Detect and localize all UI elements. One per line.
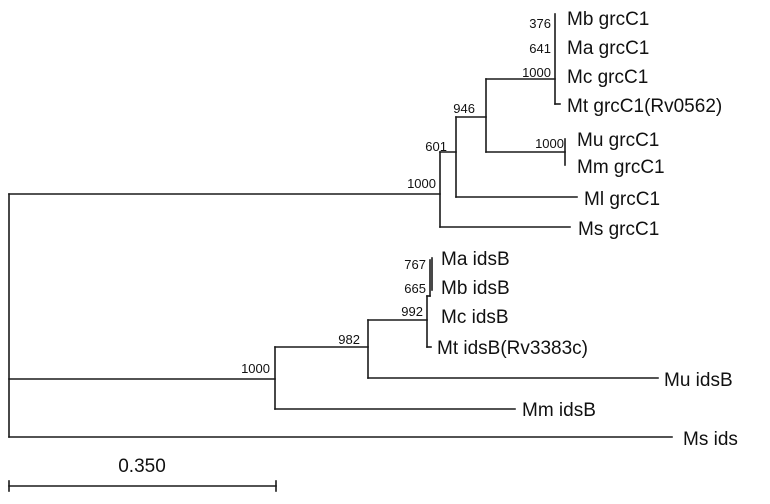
bootstrap-value: 1000 <box>407 176 436 191</box>
bootstrap-value: 1000 <box>522 65 551 80</box>
bootstrap-values: 376 641 1000 946 1000 601 1000 767 665 9… <box>241 16 564 376</box>
leaf-label-mu-idsb: Mu idsB <box>664 370 733 391</box>
leaf-label-ma-grcc1: Ma grcC1 <box>567 38 649 59</box>
bootstrap-value: 767 <box>404 257 426 272</box>
leaf-labels: Mb grcC1 Ma grcC1 Mc grcC1 Mt grcC1(Rv05… <box>437 9 738 450</box>
leaf-label-mc-grcc1: Mc grcC1 <box>567 67 648 88</box>
leaf-label-mu-grcc1: Mu grcC1 <box>577 130 659 151</box>
leaf-label-mt-idsb: Mt idsB(Rv3383c) <box>437 338 588 359</box>
leaf-label-ms-grcc1: Ms grcC1 <box>578 219 659 240</box>
bootstrap-value: 992 <box>401 304 423 319</box>
bootstrap-value: 946 <box>453 101 475 116</box>
leaf-label-mb-grcc1: Mb grcC1 <box>567 9 649 30</box>
bootstrap-value: 1000 <box>241 361 270 376</box>
leaf-label-mm-grcc1: Mm grcC1 <box>577 157 665 178</box>
leaf-label-mm-idsb: Mm idsB <box>522 400 596 421</box>
bootstrap-value: 601 <box>425 139 447 154</box>
tree-branches <box>8 13 673 438</box>
leaf-label-ml-grcc1: Ml grcC1 <box>584 189 660 210</box>
leaf-label-mc-idsb: Mc idsB <box>441 307 509 328</box>
scale-bar-label: 0.350 <box>118 456 166 477</box>
leaf-label-ms-ids: Ms ids <box>683 429 738 450</box>
bootstrap-value: 641 <box>529 41 551 56</box>
bootstrap-value: 665 <box>404 281 426 296</box>
scale-bar: 0.350 <box>8 456 277 492</box>
leaf-label-mt-grcc1: Mt grcC1(Rv0562) <box>567 96 722 117</box>
bootstrap-value: 982 <box>338 332 360 347</box>
leaf-label-mb-idsb: Mb idsB <box>441 278 510 299</box>
leaf-label-ma-idsb: Ma idsB <box>441 249 510 270</box>
bootstrap-value: 376 <box>529 16 551 31</box>
bootstrap-value: 1000 <box>535 136 564 151</box>
